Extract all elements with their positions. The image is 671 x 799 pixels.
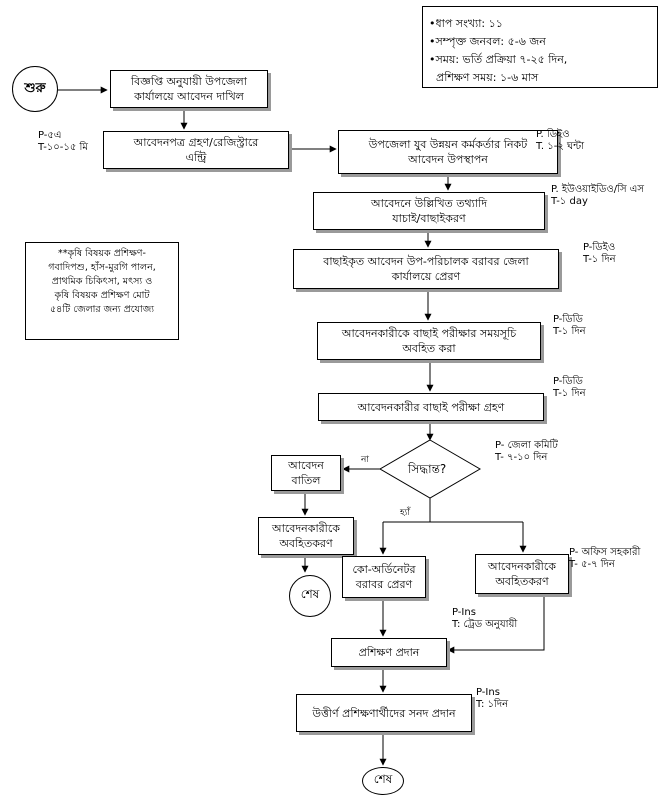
summary-box: •ধাপ সংখ্যা: ১১ •সম্পৃক্ত জনবল: ৫-৬ জন •… xyxy=(422,6,658,88)
summary-line: •সম্পৃক্ত জনবল: ৫-৬ জন xyxy=(429,35,546,48)
note-step3: P. ডিইও T. ১-২ ঘন্টা xyxy=(536,129,585,152)
step-notify-applicant-left: আবেদনকারীকে অবহিতকরণ xyxy=(258,517,354,555)
note-step5: P-ডিইও T-১ দিন xyxy=(583,242,616,265)
summary-line: •ধাপ সংখ্যা: ১১ xyxy=(429,17,503,30)
step-notify-applicant-right: আবেদনকারীকে অবহিতকরণ xyxy=(475,554,569,594)
step-receive-register: আবেদনপত্র গ্রহণ/রেজিস্ট্রারে এন্ট্রি xyxy=(103,131,289,169)
summary-line: প্রশিক্ষণ সময়: ১-৬ মাস xyxy=(429,71,539,84)
step-provide-training: প্রশিক্ষণ প্রদান xyxy=(331,638,447,667)
arrow-notify-training xyxy=(447,594,545,654)
decision-label: সিদ্ধান্ত? xyxy=(408,462,447,476)
step-take-exam: আবেদনকারীর বাছাই পরীক্ষা গ্রহণ xyxy=(318,393,544,421)
summary-line: •সময়: ভর্তি প্রক্রিয়া ৭-২৫ দিন, xyxy=(429,53,568,66)
step-forward-district: বাছাইকৃত আবেদন উপ-পরিচালক বরাবর জেলা কার… xyxy=(293,249,559,289)
start-node: শুরু xyxy=(12,66,58,112)
step-notify-schedule: আবেদনকারীকে বাছাই পরীক্ষার সময়সূচি অবহি… xyxy=(317,322,541,360)
end-node-left: শেষ xyxy=(289,575,331,617)
step-send-coordinator: কো-অর্ডিনেটর বরাবর প্রেরণ xyxy=(342,556,426,598)
note-step2: P-৫এ T-১০-১৫ মি xyxy=(38,130,88,153)
step-provide-certificate: উত্তীর্ণ প্রশিক্ষণার্থীদের সনদ প্রদান xyxy=(296,694,472,732)
end-node-bottom: শেষ xyxy=(362,767,404,795)
step-present-officer: উপজেলা যুব উন্নয়ন কর্মকর্তার নিকট আবেদন… xyxy=(338,130,558,174)
note-certificate: P-Ins T: ১দিন xyxy=(476,687,509,710)
yes-label: হ্যাঁ xyxy=(400,508,410,518)
no-label: না xyxy=(361,455,369,465)
note-step6: P-ডিডি T-১ দিন xyxy=(553,314,586,337)
note-notify: P- অফিস সহকারী T- ৫-৭ দিন xyxy=(569,547,641,570)
step-reject-application: আবেদন বাতিল xyxy=(271,455,341,491)
note-step7: P-ডিডি T-১ দিন xyxy=(553,376,586,399)
step-submit-application: বিজ্ঞপ্তি অনুযায়ী উপজেলা কার্যালয়ে আবে… xyxy=(110,70,268,108)
note-step4: P. ইউওয়াইডিও/সি এস T-১ day xyxy=(551,184,644,207)
step-verify-info: আবেদনে উল্লিখিত তথ্যাদি যাচাই/বাছাইকরণ xyxy=(313,192,545,230)
note-decision: P- জেলা কমিটি T- ৭-১০ দিন xyxy=(495,440,558,463)
note-training: P-Ins T: ট্রেড অনুযায়ী xyxy=(452,607,518,630)
side-note: **কৃষি বিষয়ক প্রশিক্ষণ- গবাদিপশু, হাঁস-… xyxy=(25,242,179,340)
